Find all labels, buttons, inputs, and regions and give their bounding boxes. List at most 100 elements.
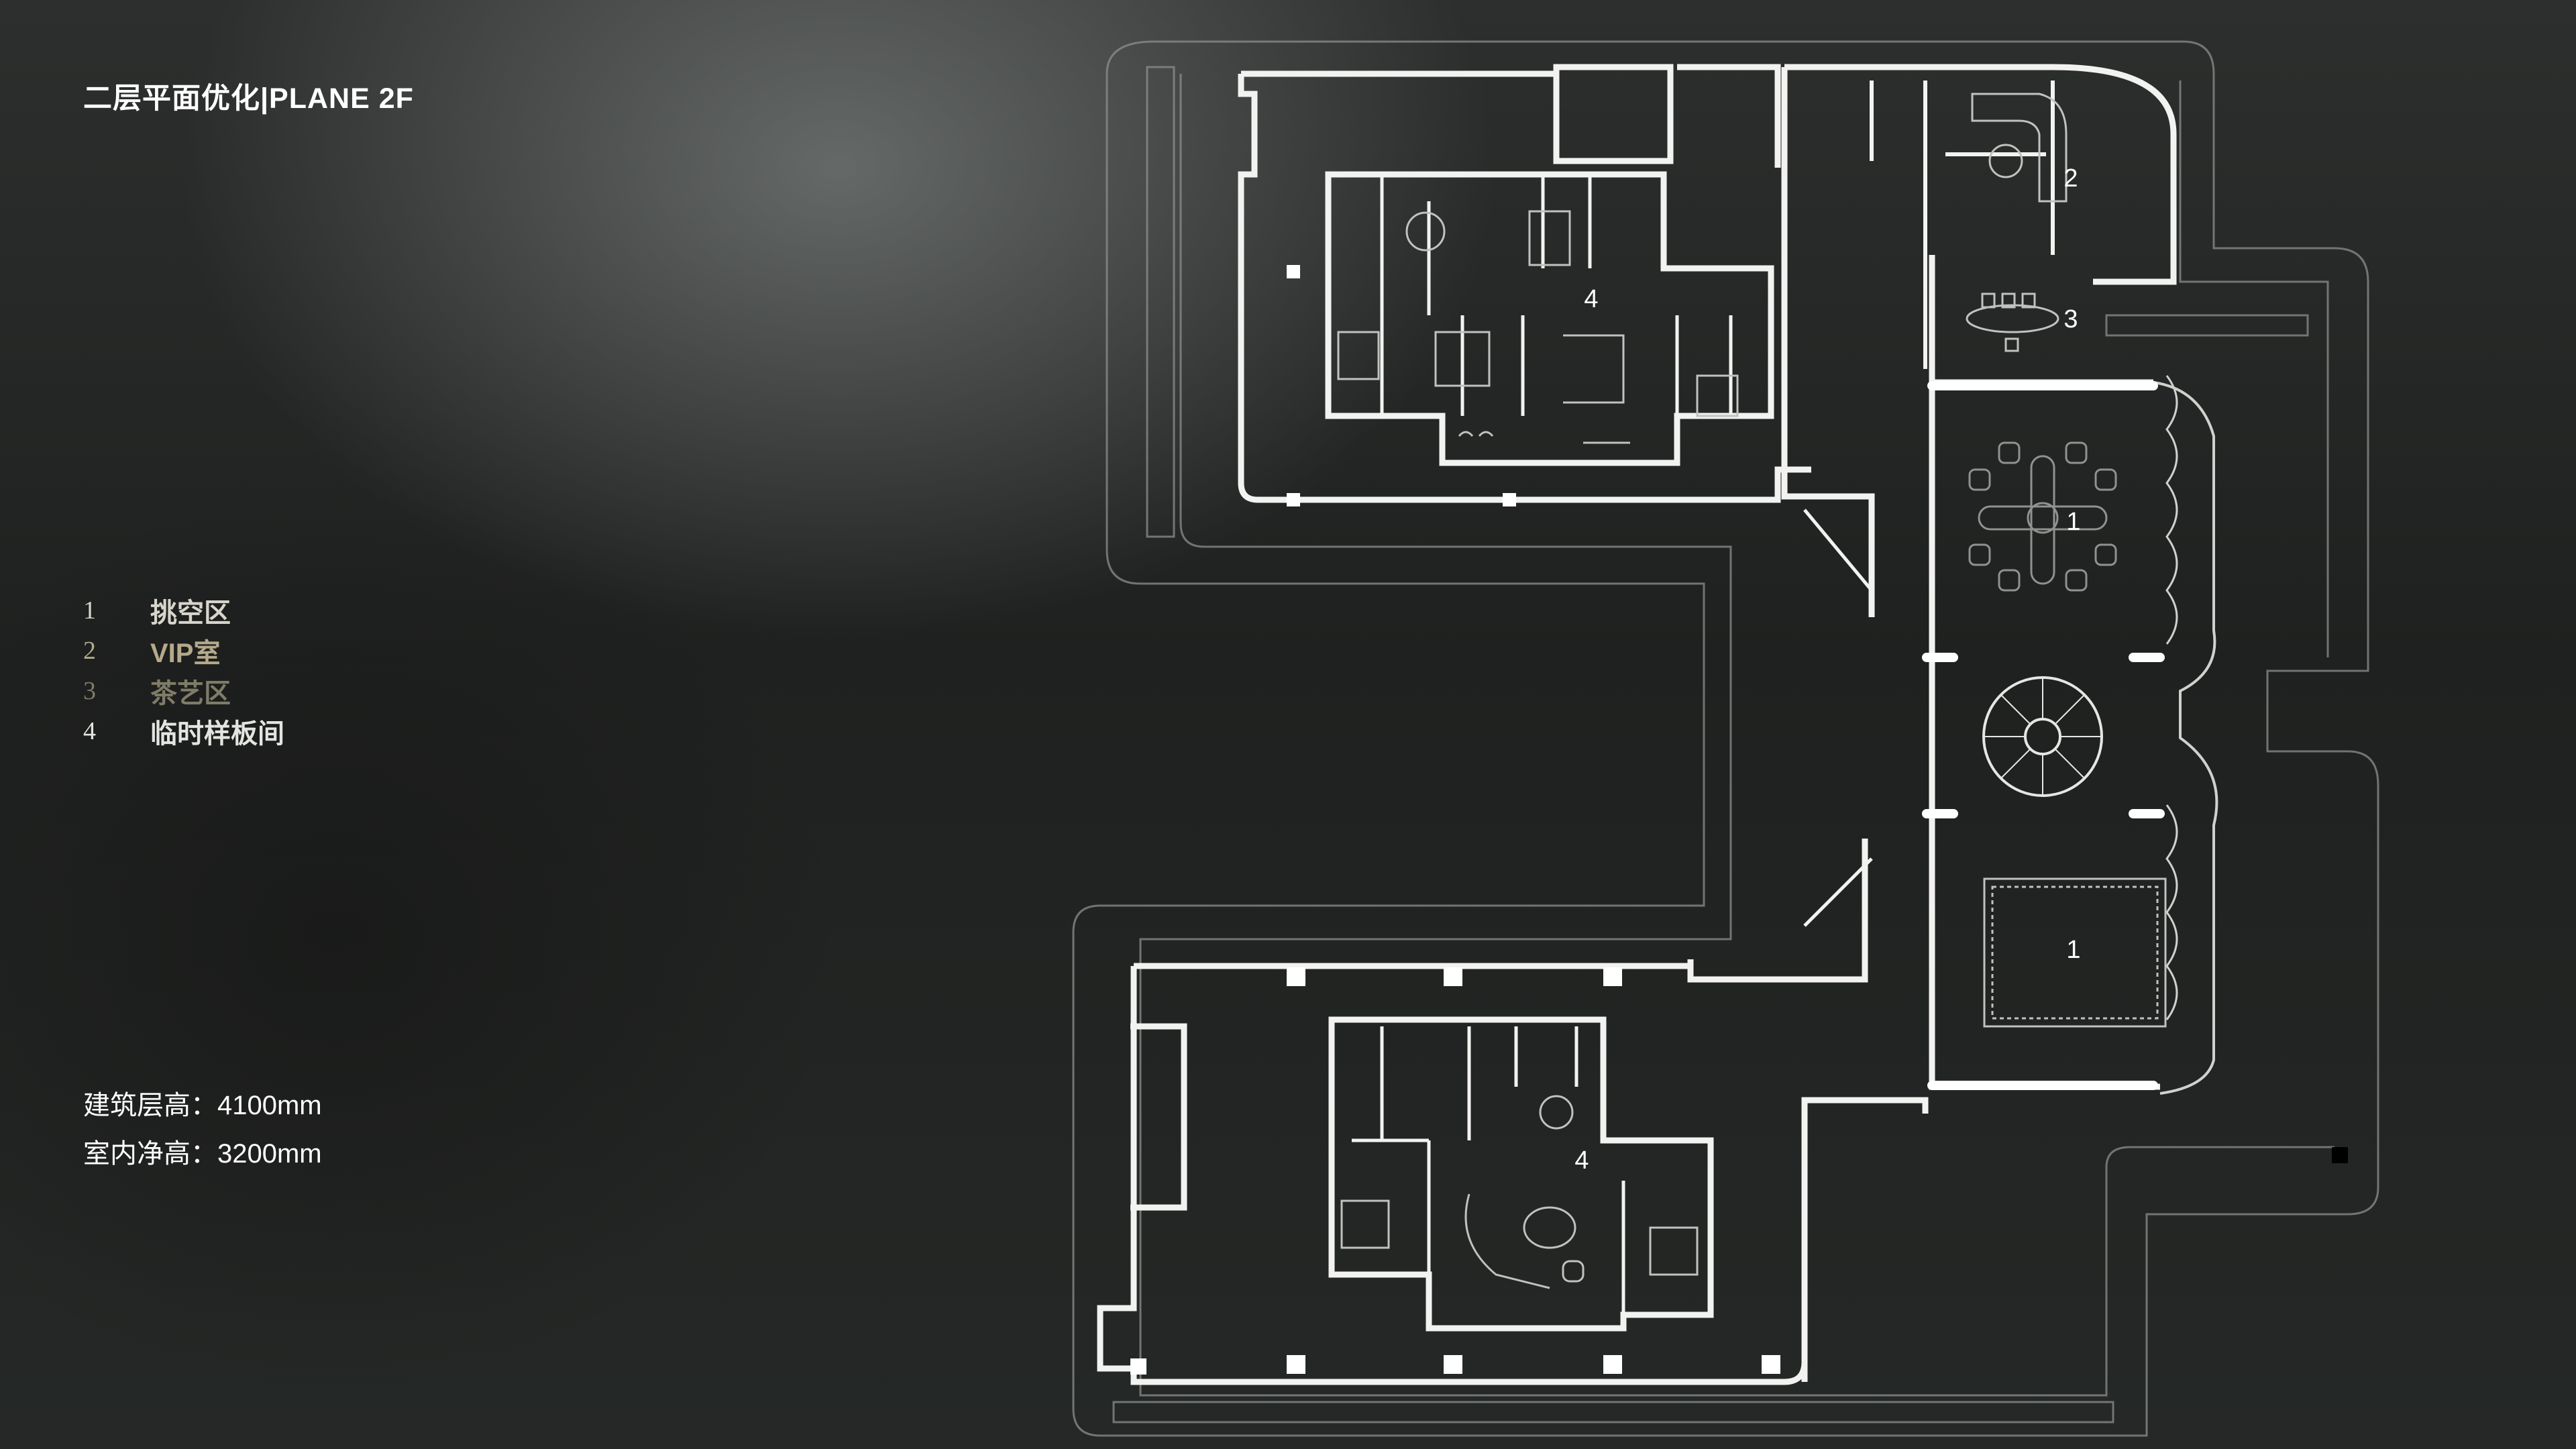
atrium-balconies [1922,381,2165,1090]
lounge-table-h [1978,505,2108,531]
zone-label-atrium-upper: 1 [2066,508,2080,536]
bed [1434,331,1491,387]
atrium-void-lower [1983,877,2167,1028]
coffee-table [1523,1206,1576,1249]
sofa-curved [1464,1193,1550,1289]
columns [1130,265,1780,1375]
vip-tea-furniture [1966,93,2068,352]
atrium-right-edge [2153,381,2218,1095]
lower-wing [1097,963,1808,1385]
stair-core-upper [1553,64,1674,164]
legend-item-3: 3 茶艺区 [83,671,284,711]
tub [1405,211,1446,252]
lounge-chair [2065,441,2088,464]
atrium-scallop-edge [2165,375,2178,1020]
zone-label-lower-apartment: 4 [1574,1146,1589,1175]
tea-seat [2004,337,2019,352]
column [1603,967,1622,986]
lounge-furniture [1968,441,2117,592]
legend-label: 挑空区 [150,598,231,628]
corridor-diagonal [1803,508,1873,927]
column [1762,1355,1780,1374]
lounge-chair [1968,468,1991,491]
clear-height-text: 室内净高：3200mm [83,1139,322,1169]
spiral-stair-treads [1984,678,2102,796]
zone-label-upper-apartment: 4 [1584,285,1598,313]
upper-wing-exterior-wall [1238,74,1811,503]
void-inner [1991,885,2159,1020]
column [1603,1355,1622,1374]
legend-item-4: 4 临时样板间 [83,711,284,751]
spiral-stair [1982,676,2103,797]
lower-apartment-partitions [1352,1026,1625,1315]
column [1287,493,1300,506]
column [1444,1355,1462,1374]
dining-round [1539,1095,1574,1130]
legend-item-2: 2 VIP室 [83,631,284,671]
right-corridor-line [2179,80,2329,657]
legend-item-1: 1 挑空区 [83,590,284,631]
tea-chair [1981,292,1996,309]
lounge-chair [2065,569,2088,592]
lounge-table-v [2030,455,2055,585]
survey-marker [2332,1147,2348,1163]
column [1287,265,1300,278]
zone-label-vip: 2 [2063,164,2078,193]
column [1287,967,1305,986]
legend-number: 3 [83,677,96,705]
floor-height-text: 建筑层高：4100mm [83,1091,322,1120]
upper-apartment-partitions [1380,174,1733,463]
lounge-chair [2094,468,2117,491]
sofa [1563,334,1625,404]
height-specs: 建筑层高：4100mm 室内净高：3200mm [83,1081,322,1178]
tea-chair [2021,292,2036,309]
column [1444,967,1462,986]
legend-label: 茶艺区 [150,679,231,708]
legend-number: 2 [83,637,96,665]
vip-table [1988,144,2023,178]
column [1503,493,1516,506]
legend: 1 挑空区 2 VIP室 3 茶艺区 4 临时样板间 [83,590,284,751]
lounge-chair [2094,543,2117,566]
outer-boundary [1072,40,2379,1437]
tea-chair [2001,292,2016,309]
vip-inner-wall [1870,80,2055,369]
lower-apartment-wall [1328,1016,1714,1332]
column [1287,1355,1305,1374]
vip-sofa [1971,93,2068,203]
tea-table [1966,304,2059,333]
lounge-center [2027,502,2059,534]
upper-apartment-furniture [1337,210,1739,444]
upper-apartment-wall [1325,171,1774,466]
legend-number: 4 [83,717,96,745]
column [1130,1358,1146,1375]
lounge-chair [1968,543,1991,566]
legend-number: 1 [83,596,96,625]
lower-stair-core [1130,1023,1187,1211]
corridor-wall-lower [1687,839,1868,983]
zone-label-atrium-lower: 1 [2066,936,2080,964]
atrium-wing [1687,64,2218,1382]
atrium-left-wall [1929,382,2160,1090]
bed [1649,1226,1699,1276]
bed [1340,1199,1390,1249]
right-strip [2105,314,2309,337]
lounge-chair [1562,1260,1585,1283]
zone-label-tea: 3 [2063,305,2078,333]
lounge-chair [1998,569,2021,592]
inner-corridor-line [1139,74,2334,1397]
bottom-strip [1112,1401,2114,1424]
bed [1696,374,1739,417]
lounge-chair [1998,441,2021,464]
lower-apartment-furniture [1340,1095,1699,1289]
vip-room-wall [1925,64,2177,285]
site-outline [1072,40,2379,1437]
lounge-seats [1458,431,1630,444]
left-strip [1146,66,1175,538]
lower-wing-exterior-wall [1097,963,1808,1385]
lower-right-wall [1801,1097,1929,1382]
legend-label: VIP室 [150,639,221,668]
bed [1337,331,1380,380]
legend-label: 临时样板间 [150,719,284,749]
